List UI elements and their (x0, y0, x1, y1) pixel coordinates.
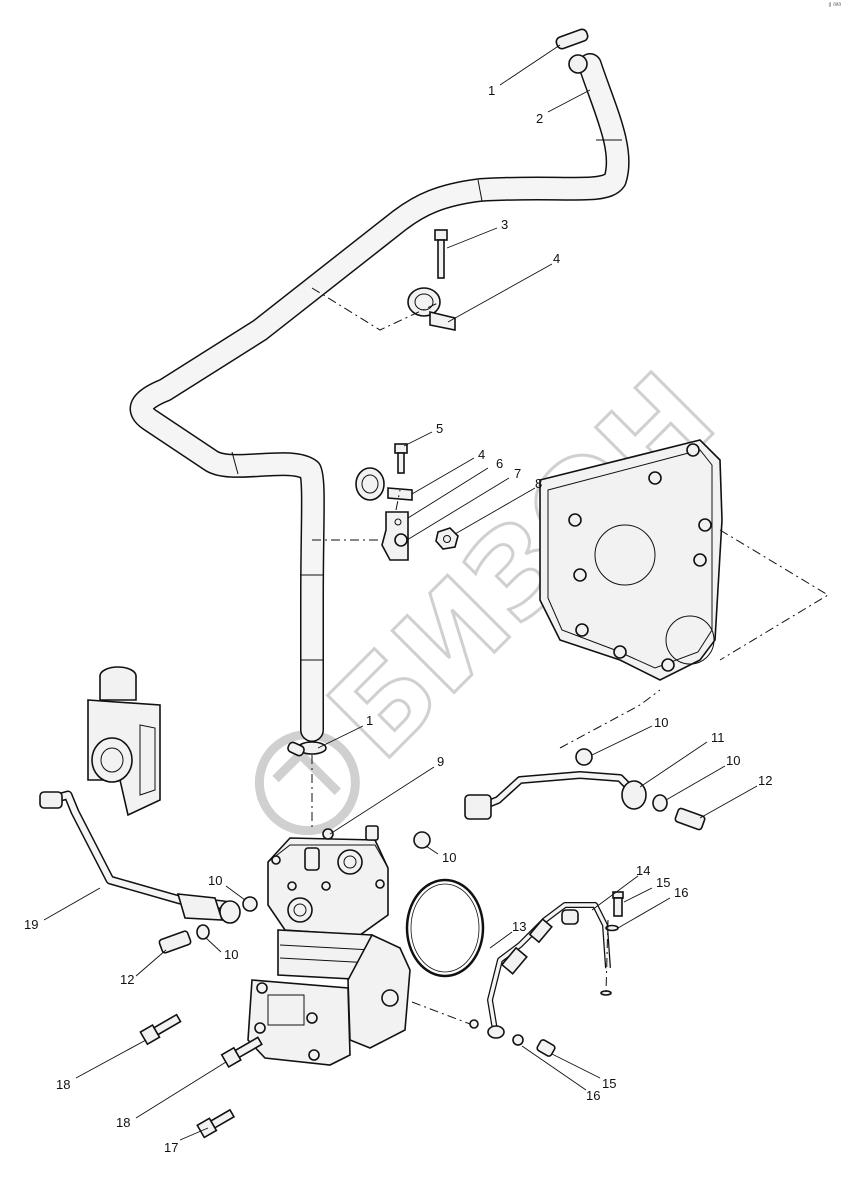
coolant-pipe (39, 790, 241, 924)
hose-clamp-top (555, 28, 589, 74)
callout-10: 10 (442, 850, 456, 865)
air-compressor (247, 825, 411, 1066)
callout-18: 18 (116, 1115, 130, 1130)
bracket-assembly (355, 443, 459, 561)
oil-pipe (487, 902, 611, 1039)
coolant-return-pipe (413, 748, 706, 849)
callout-6: 6 (496, 456, 503, 471)
callout-2: 2 (536, 111, 543, 126)
callout-10: 10 (726, 753, 740, 768)
callout-1: 1 (488, 83, 495, 98)
leader-lines (43, 44, 758, 1141)
callout-8: 8 (535, 476, 542, 491)
callout-labels: 1 2 3 4 5 4 6 7 8 1 9 10 11 10 12 10 10 … (24, 83, 772, 1155)
o-ring (405, 878, 485, 978)
mounting-bolts (139, 1013, 263, 1139)
callout-10: 10 (654, 715, 668, 730)
callout-13: 13 (512, 919, 526, 934)
callout-19: 19 (24, 917, 38, 932)
engine-gear-cover (539, 439, 723, 681)
callout-7: 7 (514, 466, 521, 481)
callout-15: 15 (656, 875, 670, 890)
banjo-fittings-left (158, 896, 258, 954)
callout-4: 4 (478, 447, 485, 462)
callout-10: 10 (208, 873, 222, 888)
callout-4: 4 (553, 251, 560, 266)
callout-12: 12 (120, 972, 134, 987)
banjo-bolts (469, 891, 624, 1057)
bolt-and-clip-upper (407, 229, 456, 331)
callout-10: 10 (224, 947, 238, 962)
callout-12: 12 (758, 773, 772, 788)
callout-16: 16 (674, 885, 688, 900)
callout-9: 9 (437, 754, 444, 769)
callout-14: 14 (636, 863, 650, 878)
assembly-lines (311, 287, 829, 1025)
callout-15: 15 (602, 1076, 616, 1091)
callout-18: 18 (56, 1077, 70, 1092)
callout-1: 1 (366, 713, 373, 728)
callout-16: 16 (586, 1088, 600, 1103)
callout-11: 11 (711, 730, 725, 745)
corner-mark: ᵍ ᵃᵃᵃ (828, 2, 841, 9)
callout-3: 3 (501, 217, 508, 232)
coolant-connector (87, 666, 161, 817)
callout-17: 17 (164, 1140, 178, 1155)
air-pipe (129, 53, 630, 742)
callout-5: 5 (436, 421, 443, 436)
hose-clamp-lower (287, 741, 327, 757)
